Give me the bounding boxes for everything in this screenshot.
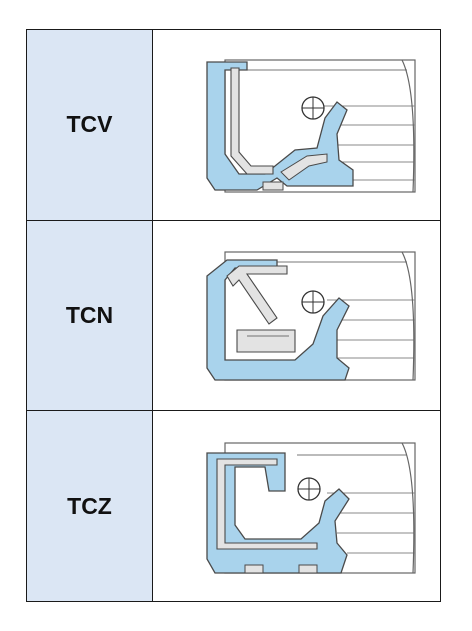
tcn-seal-diagram [205,251,416,382]
seal-code-cell: TCN [26,219,153,412]
tcv-seal-diagram [205,59,416,193]
table-row: TCV [26,29,441,221]
seal-code-cell: TCZ [26,410,153,602]
seal-code-label: TCZ [67,492,112,519]
seal-code-label: TCV [66,111,113,138]
seal-diagram-cell [152,29,441,221]
seal-diagram-cell [152,219,441,412]
table-row: TCZ [26,410,441,602]
seal-diagram-cell [152,410,441,602]
seal-type-table: TCV [26,29,441,602]
tcz-seal-diagram [205,442,416,574]
seal-code-label: TCN [65,301,114,328]
table-row: TCN [26,219,441,412]
seal-code-cell: TCV [26,29,153,221]
